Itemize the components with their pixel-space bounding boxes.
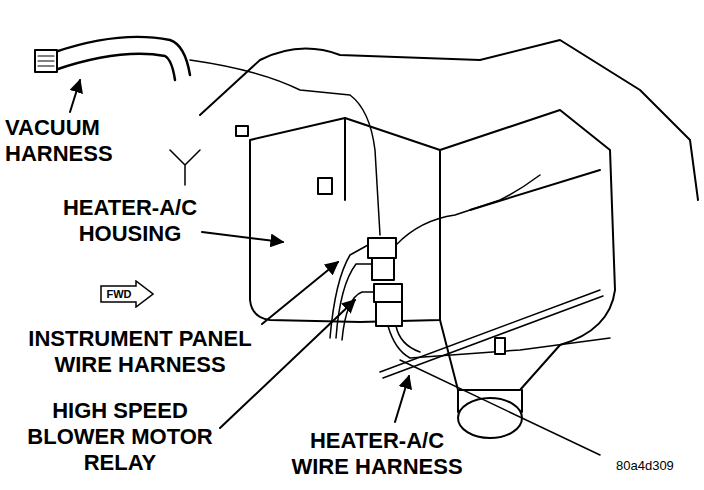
relay	[372, 258, 394, 280]
wire-tie	[495, 338, 505, 354]
blower-motor	[458, 398, 522, 438]
callout-label: HIGH SPEED BLOWER MOTOR RELAY	[10, 398, 230, 476]
vacuum-harness-tube	[55, 54, 175, 80]
wire	[190, 60, 380, 235]
strap	[380, 290, 603, 378]
harness-connector	[374, 284, 402, 302]
blower-housing	[440, 110, 615, 390]
callout-label: INSTRUMENT PANEL WIRE HARNESS	[5, 326, 275, 378]
wire	[396, 175, 540, 245]
direction-text: FWD	[106, 288, 131, 300]
housing-ridge	[344, 118, 346, 200]
wire	[342, 292, 374, 340]
connector-hatch	[38, 56, 54, 66]
callout-label: HEATER-A/C WIRE HARNESS	[282, 428, 472, 480]
housing-face	[250, 118, 440, 322]
leader-line	[220, 300, 355, 428]
vacuum-connector	[35, 50, 57, 72]
wire	[388, 326, 610, 358]
clip	[318, 178, 332, 194]
vacuum-harness-tube	[55, 37, 190, 75]
clip	[236, 126, 248, 136]
harness-connector	[376, 302, 402, 326]
relay-connector	[368, 238, 396, 258]
callout-label: HEATER-A/C HOUSING	[30, 195, 230, 247]
callout-label: VACUUM HARNESS	[5, 115, 145, 167]
bracket-mark	[170, 150, 200, 185]
direction-arrow: FWD	[100, 280, 154, 308]
leader-line	[202, 232, 283, 242]
leader-line	[262, 262, 338, 324]
leader-line	[395, 376, 409, 422]
arrow-outline-path	[101, 281, 153, 307]
wire	[396, 326, 420, 352]
leader-line	[70, 80, 80, 112]
figure-number: 80a4d309	[616, 458, 700, 474]
